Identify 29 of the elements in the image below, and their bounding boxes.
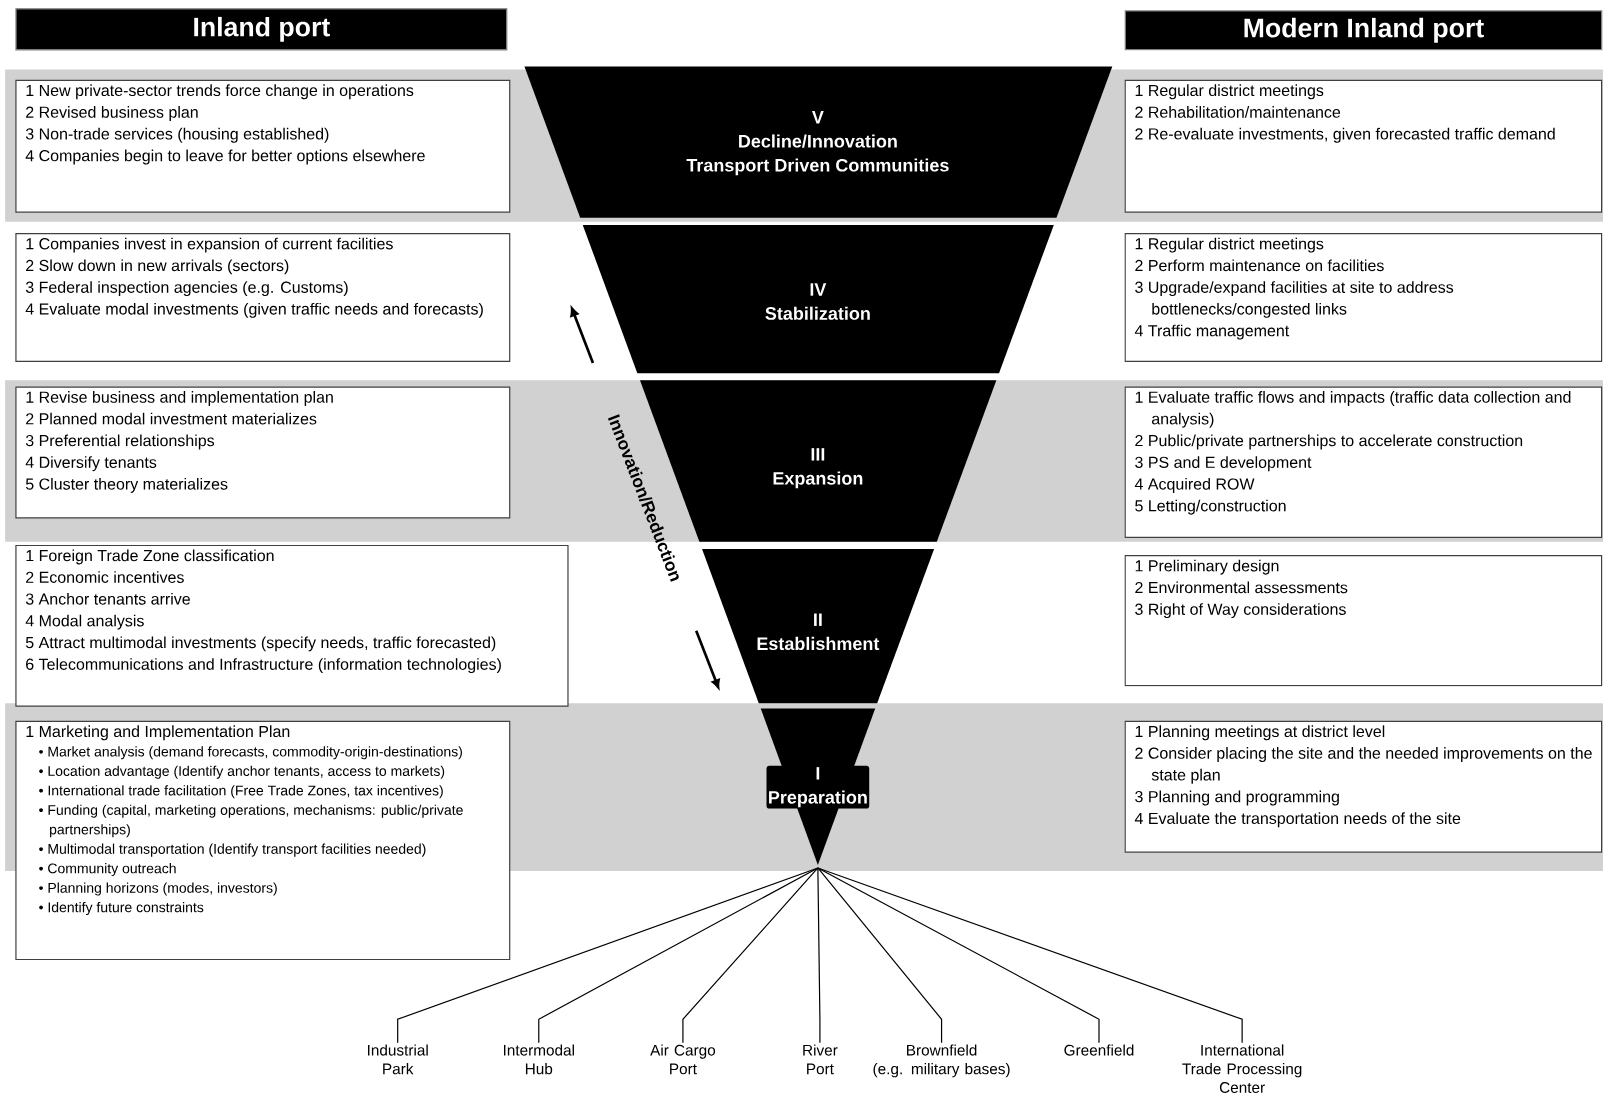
header-bar: Inland port — [15, 8, 508, 51]
connector-line — [817, 867, 821, 1044]
text-box: 1 Evaluate traffic flows and impacts (traffic data collection and analysis) 2 Public/private partnerships to accelerate construction 3 PS and E development 4 Acquired ROW 5 Letting/construction — [1124, 386, 1603, 538]
port-type-label: Intermodal Hub — [503, 1044, 574, 1075]
connector-line — [682, 867, 819, 1044]
connector-line — [817, 867, 1100, 1044]
text-box: 1 Companies invest in expansion of current facilities 2 Slow down in new arrivals (sectors) 3 Federal inspection agencies (e.g. Customs) 4 Evaluate modal investments (given traffic needs and forecasts) — [15, 233, 511, 362]
header-bar: Modern Inland port — [1124, 10, 1603, 51]
funnel-segment: I Preparation — [760, 708, 876, 865]
port-type-label: Brownfield (e.g. military bases) — [873, 1044, 1010, 1078]
text-box: 1 New private-sector trends force change in operations 2 Revised business plan 3 Non-trade services (housing established) 4 Companies begin to leave for better options elsewhere — [15, 79, 511, 213]
text-box: 1 Planning meetings at district level 2 Consider placing the site and the needed improvements on the state plan 3 Planning and programming 4 Evaluate the transportation needs of the site — [1124, 720, 1603, 853]
funnel-segment: V Decline/Innovation Transport Driven Communities — [524, 66, 1113, 218]
text-box: 1 Revise business and implementation plan 2 Planned modal investment materializes 3 Preferential relationships 4 Diversify tenants 5 Cluster theory materializes — [15, 386, 511, 519]
funnel-segment: IV Stabilization — [582, 224, 1054, 374]
text-box: 1 Regular district meetings 2 Rehabilitation/maintenance 2 Re-evaluate investments, given forecasted traffic demand — [1124, 79, 1603, 213]
text-box: 1 Preliminary design 2 Environmental assessments 3 Right of Way considerations — [1124, 555, 1603, 687]
text-box: 1 Marketing and Implementation Plan • Market analysis (demand forecasts, commodity-origin-destinations) • Location advantage (Identify anchor tenants, access to markets) • International trade facilitation (Free Trade Zones, tax incentives) • Funding (capital, marketing operations, mechanisms: public/private partnerships) • Multimodal transportation (Identify transport facilities needed) • Community outreach • Planning horizons (modes, investors) • Identify future constraints — [15, 720, 511, 960]
port-type-label: Greenfield — [1064, 1044, 1134, 1056]
connector-line — [538, 867, 819, 1044]
text-box: 1 Foreign Trade Zone classification 2 Economic incentives 3 Anchor tenants arrive 4 Modal analysis 5 Attract multimodal investments (specify needs, traffic forecasted) 6 Telecommunications and Infrastructure (information technologies) — [15, 544, 569, 707]
port-type-label: Air Cargo Port — [650, 1044, 716, 1075]
funnel-segment: II Establishment — [702, 548, 935, 704]
port-type-label: International Trade Processing Center — [1182, 1044, 1302, 1093]
port-type-label: Industrial Park — [368, 1044, 428, 1075]
text-box: 1 Regular district meetings 2 Perform maintenance on facilities 3 Upgrade/expand facilities at site to address bottlenecks/congested links 4 Traffic management — [1124, 233, 1603, 362]
port-type-label: River Port — [803, 1044, 838, 1075]
connector-line — [817, 867, 943, 1044]
connector-line — [817, 867, 1243, 1044]
